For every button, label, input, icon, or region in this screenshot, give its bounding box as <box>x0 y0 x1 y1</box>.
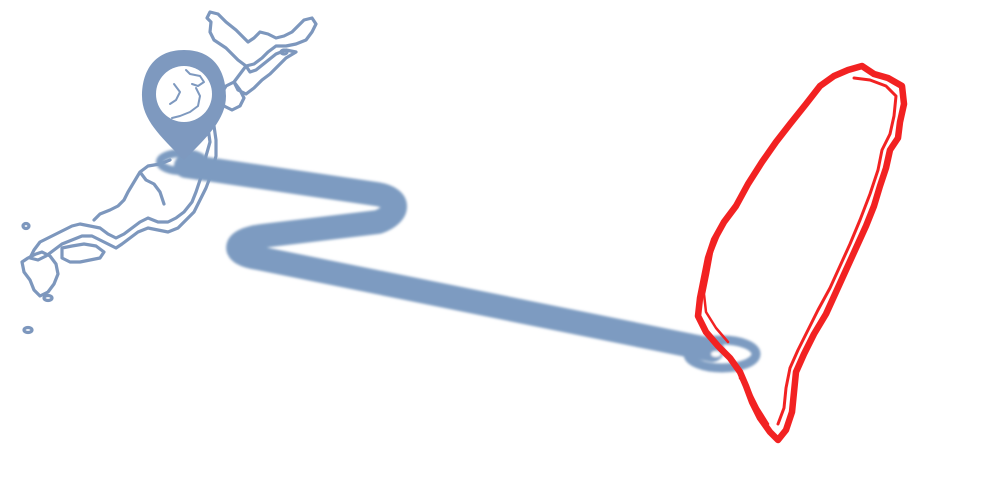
route-destination-ring <box>683 335 761 373</box>
location-pin-icon <box>142 50 226 160</box>
route-destination-dot <box>711 351 721 357</box>
taiwan-outline-stroke4 <box>738 376 770 426</box>
route-path-icon <box>156 149 761 373</box>
japan-island <box>42 293 54 303</box>
japan-island <box>21 221 31 231</box>
route-path <box>174 154 724 362</box>
location-pin-japan-mini-icon <box>169 69 205 119</box>
taiwan-outline-stroke2 <box>776 76 898 426</box>
japan-kyushu-outline <box>20 250 60 298</box>
japan-island <box>22 325 34 335</box>
taiwan-outline <box>694 62 908 444</box>
location-pin-hole <box>156 66 212 122</box>
taiwan-outline-stroke3 <box>702 196 744 344</box>
taiwan-outline-icon <box>694 62 908 444</box>
japan-tohoku-coast <box>92 158 172 222</box>
japan-island <box>279 48 289 56</box>
japan-shikoku-outline <box>60 242 106 264</box>
